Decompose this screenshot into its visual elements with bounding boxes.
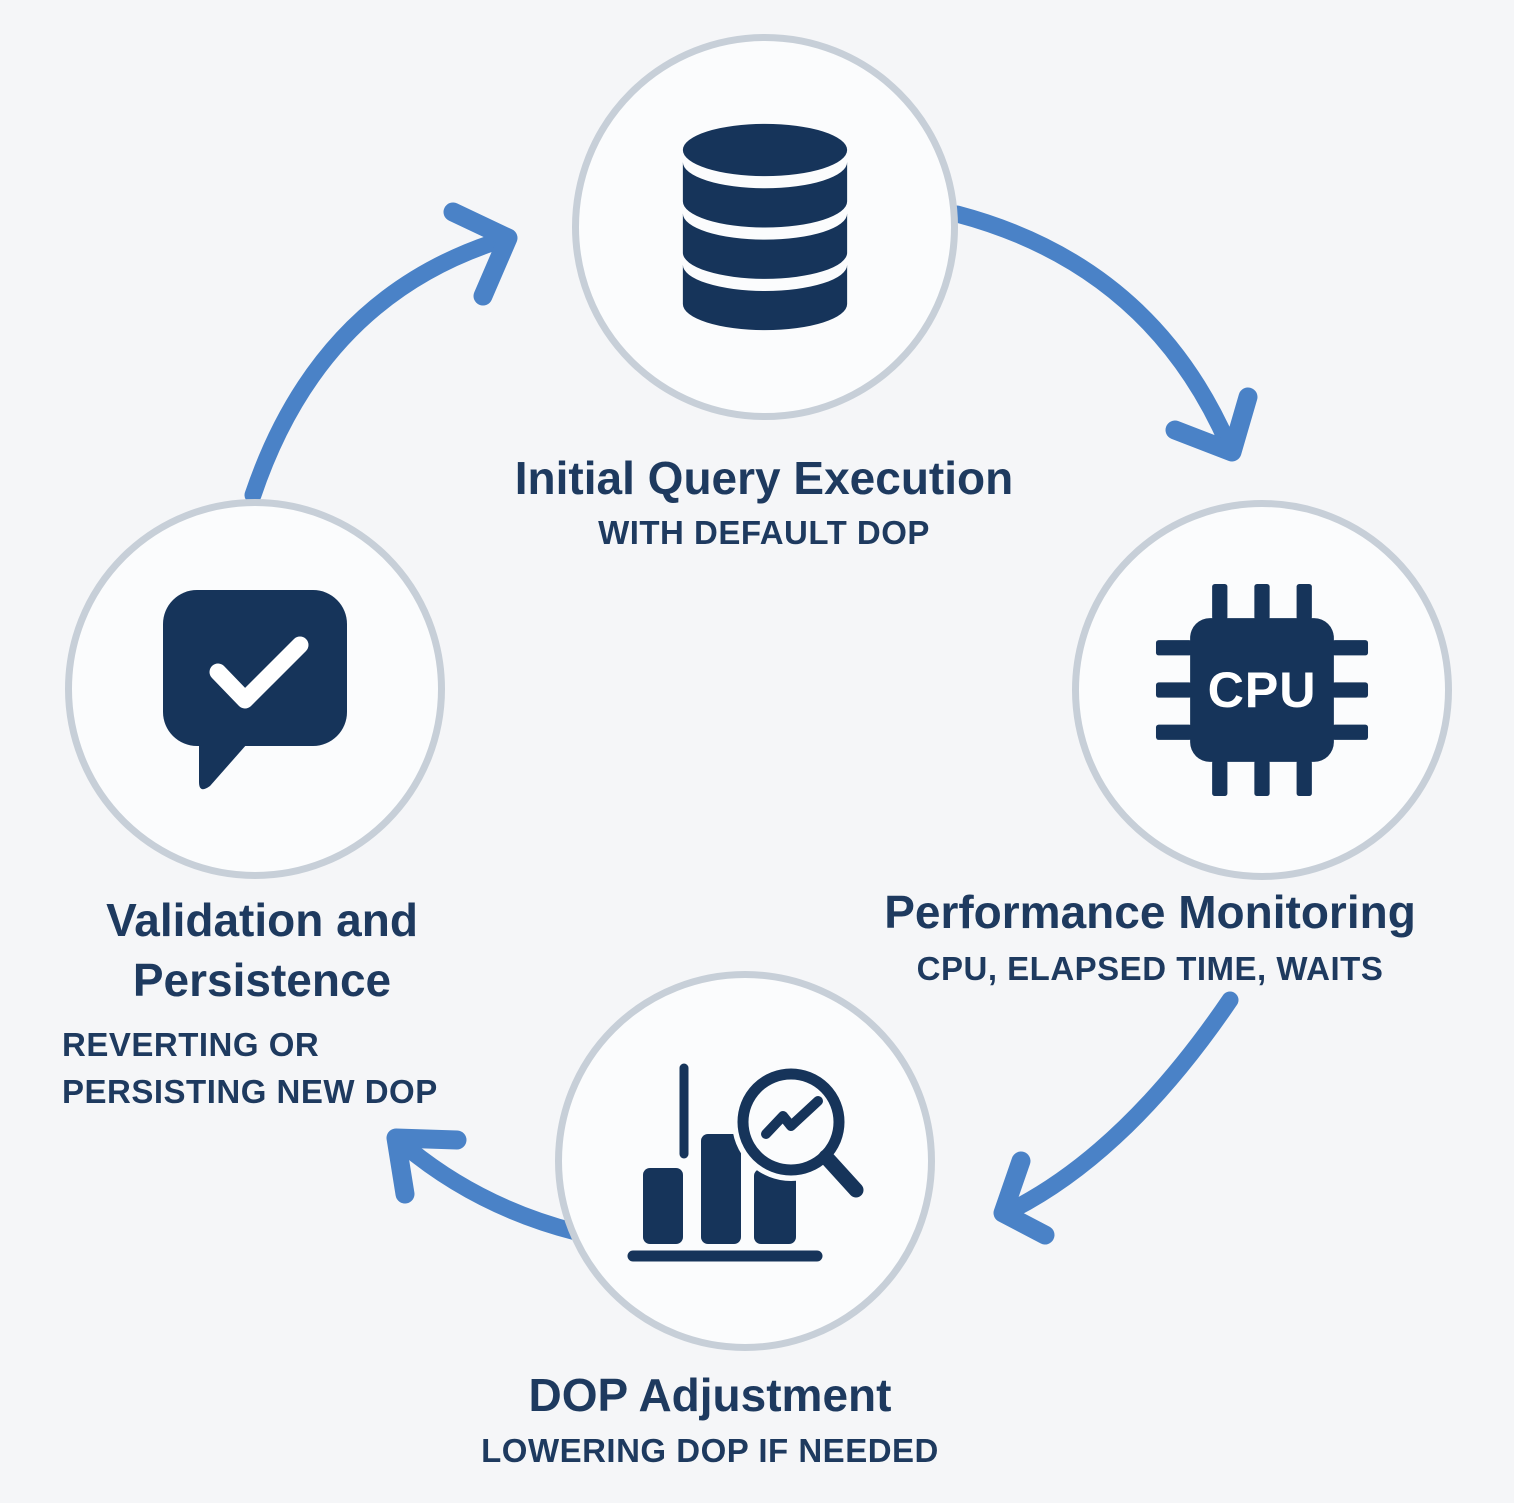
- subtitle-validation-line2: PERSISTING NEW DOP: [62, 1073, 438, 1110]
- arrow-query-to-monitoring: [948, 205, 1258, 462]
- chat-check-icon: [163, 590, 347, 790]
- subtitle-validation-line1: REVERTING OR: [62, 1026, 320, 1063]
- cpu-icon: CPU: [1155, 583, 1369, 797]
- arrow-validation-to-query: [244, 202, 518, 504]
- subtitle-dop-adjustment: LOWERING DOP IF NEEDED: [481, 1432, 939, 1469]
- title-dop-adjustment: DOP Adjustment: [528, 1369, 892, 1421]
- title-initial-query-execution: Initial Query Execution: [514, 452, 1014, 504]
- node-performance-monitoring: CPU: [1072, 500, 1452, 880]
- node-dop-adjustment: [555, 971, 935, 1351]
- subtitle-performance-monitoring: CPU, ELAPSED TIME, WAITS: [916, 950, 1384, 987]
- arrow-adjustment-to-validation: [386, 1128, 585, 1241]
- title-validation-line1: Validation and: [106, 894, 418, 946]
- cpu-chip-label: CPU: [1208, 661, 1317, 718]
- title-performance-monitoring: Performance Monitoring: [884, 886, 1416, 938]
- bar-chart-magnifier-icon: [627, 1063, 863, 1262]
- arrow-monitoring-to-adjustment: [993, 991, 1239, 1245]
- node-validation-persistence: [65, 499, 445, 879]
- database-icon: [682, 123, 848, 330]
- subtitle-initial-query-execution: WITH DEFAULT DOP: [598, 514, 930, 551]
- title-validation-line2: Persistence: [132, 954, 392, 1006]
- node-initial-query-execution: [572, 34, 958, 420]
